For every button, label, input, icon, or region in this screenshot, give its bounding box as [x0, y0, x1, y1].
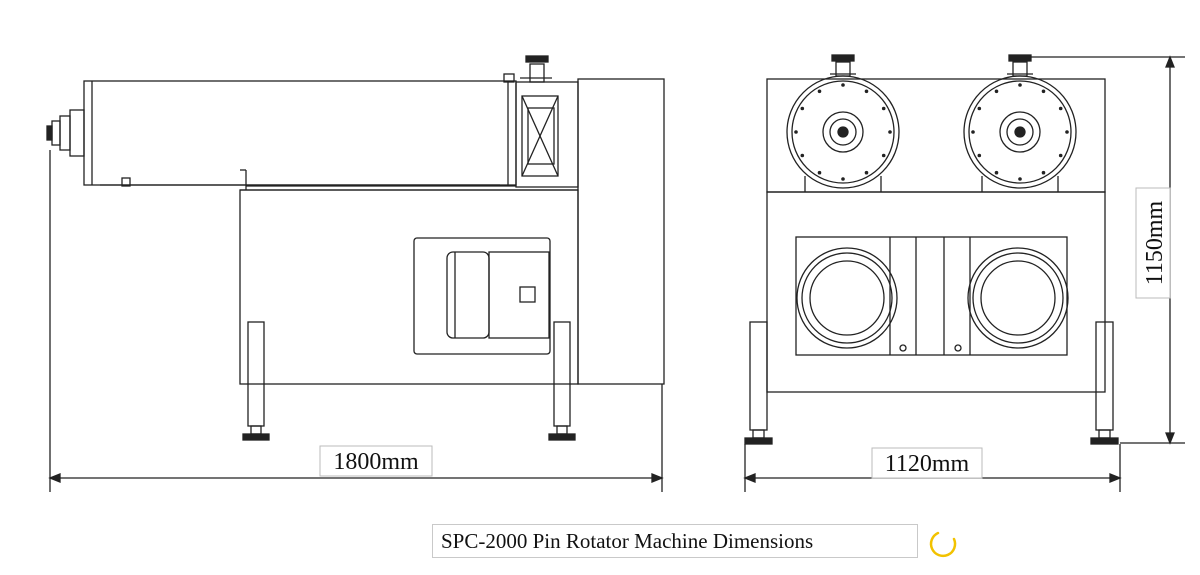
flange-bolt [817, 170, 822, 175]
drum-head-right [963, 54, 1077, 192]
side-view [46, 55, 665, 492]
flange-bolt [1058, 106, 1063, 111]
flange-bolt [1065, 130, 1069, 134]
flange-bolt [977, 153, 982, 158]
flange-bolt [971, 130, 975, 134]
flange-bolt [864, 170, 869, 175]
caption: SPC-2000 Pin Rotator Machine Dimensions [432, 524, 918, 558]
flange-bolt [1018, 83, 1022, 87]
bearing-left [796, 247, 898, 349]
lower-frame [766, 191, 1106, 393]
flange-bolt [800, 106, 805, 111]
caption-text: SPC-2000 Pin Rotator Machine Dimensions [441, 528, 814, 553]
width-dimension-label: 1120mm [885, 451, 970, 477]
flange-bolt [800, 153, 805, 158]
leg-left [247, 321, 265, 427]
drum-head-left [786, 54, 900, 192]
flange-bolt [794, 130, 798, 134]
flange-bolt [1018, 177, 1022, 181]
flange-bolt [994, 170, 999, 175]
loading-spinner-icon [929, 531, 957, 558]
bearing-panel [795, 236, 1068, 356]
flange-bolt [977, 106, 982, 111]
upper-frame [766, 78, 1106, 193]
drum-cylinder [83, 80, 517, 186]
flange-bolt [1041, 170, 1046, 175]
motor-window [413, 237, 551, 355]
length-dimension-label: 1800mm [333, 449, 419, 475]
bearing-right [967, 247, 1069, 349]
flange-bolt [864, 89, 869, 94]
head-bracket [515, 81, 579, 188]
flange-bolt [1058, 153, 1063, 158]
flange-bolt [841, 83, 845, 87]
flange-bolt [888, 130, 892, 134]
front-view [743, 54, 1185, 492]
leg-right [553, 321, 571, 427]
flange-bolt [1041, 89, 1046, 94]
frame-cabinet [577, 78, 665, 385]
flange-bolt [841, 177, 845, 181]
flange-bolt [994, 89, 999, 94]
front-leg-left [749, 321, 768, 431]
flange-bolt [881, 153, 886, 158]
flange-bolt [881, 106, 886, 111]
height-dimension-label: 1150mm [1142, 200, 1168, 285]
flange-bolt [817, 89, 822, 94]
